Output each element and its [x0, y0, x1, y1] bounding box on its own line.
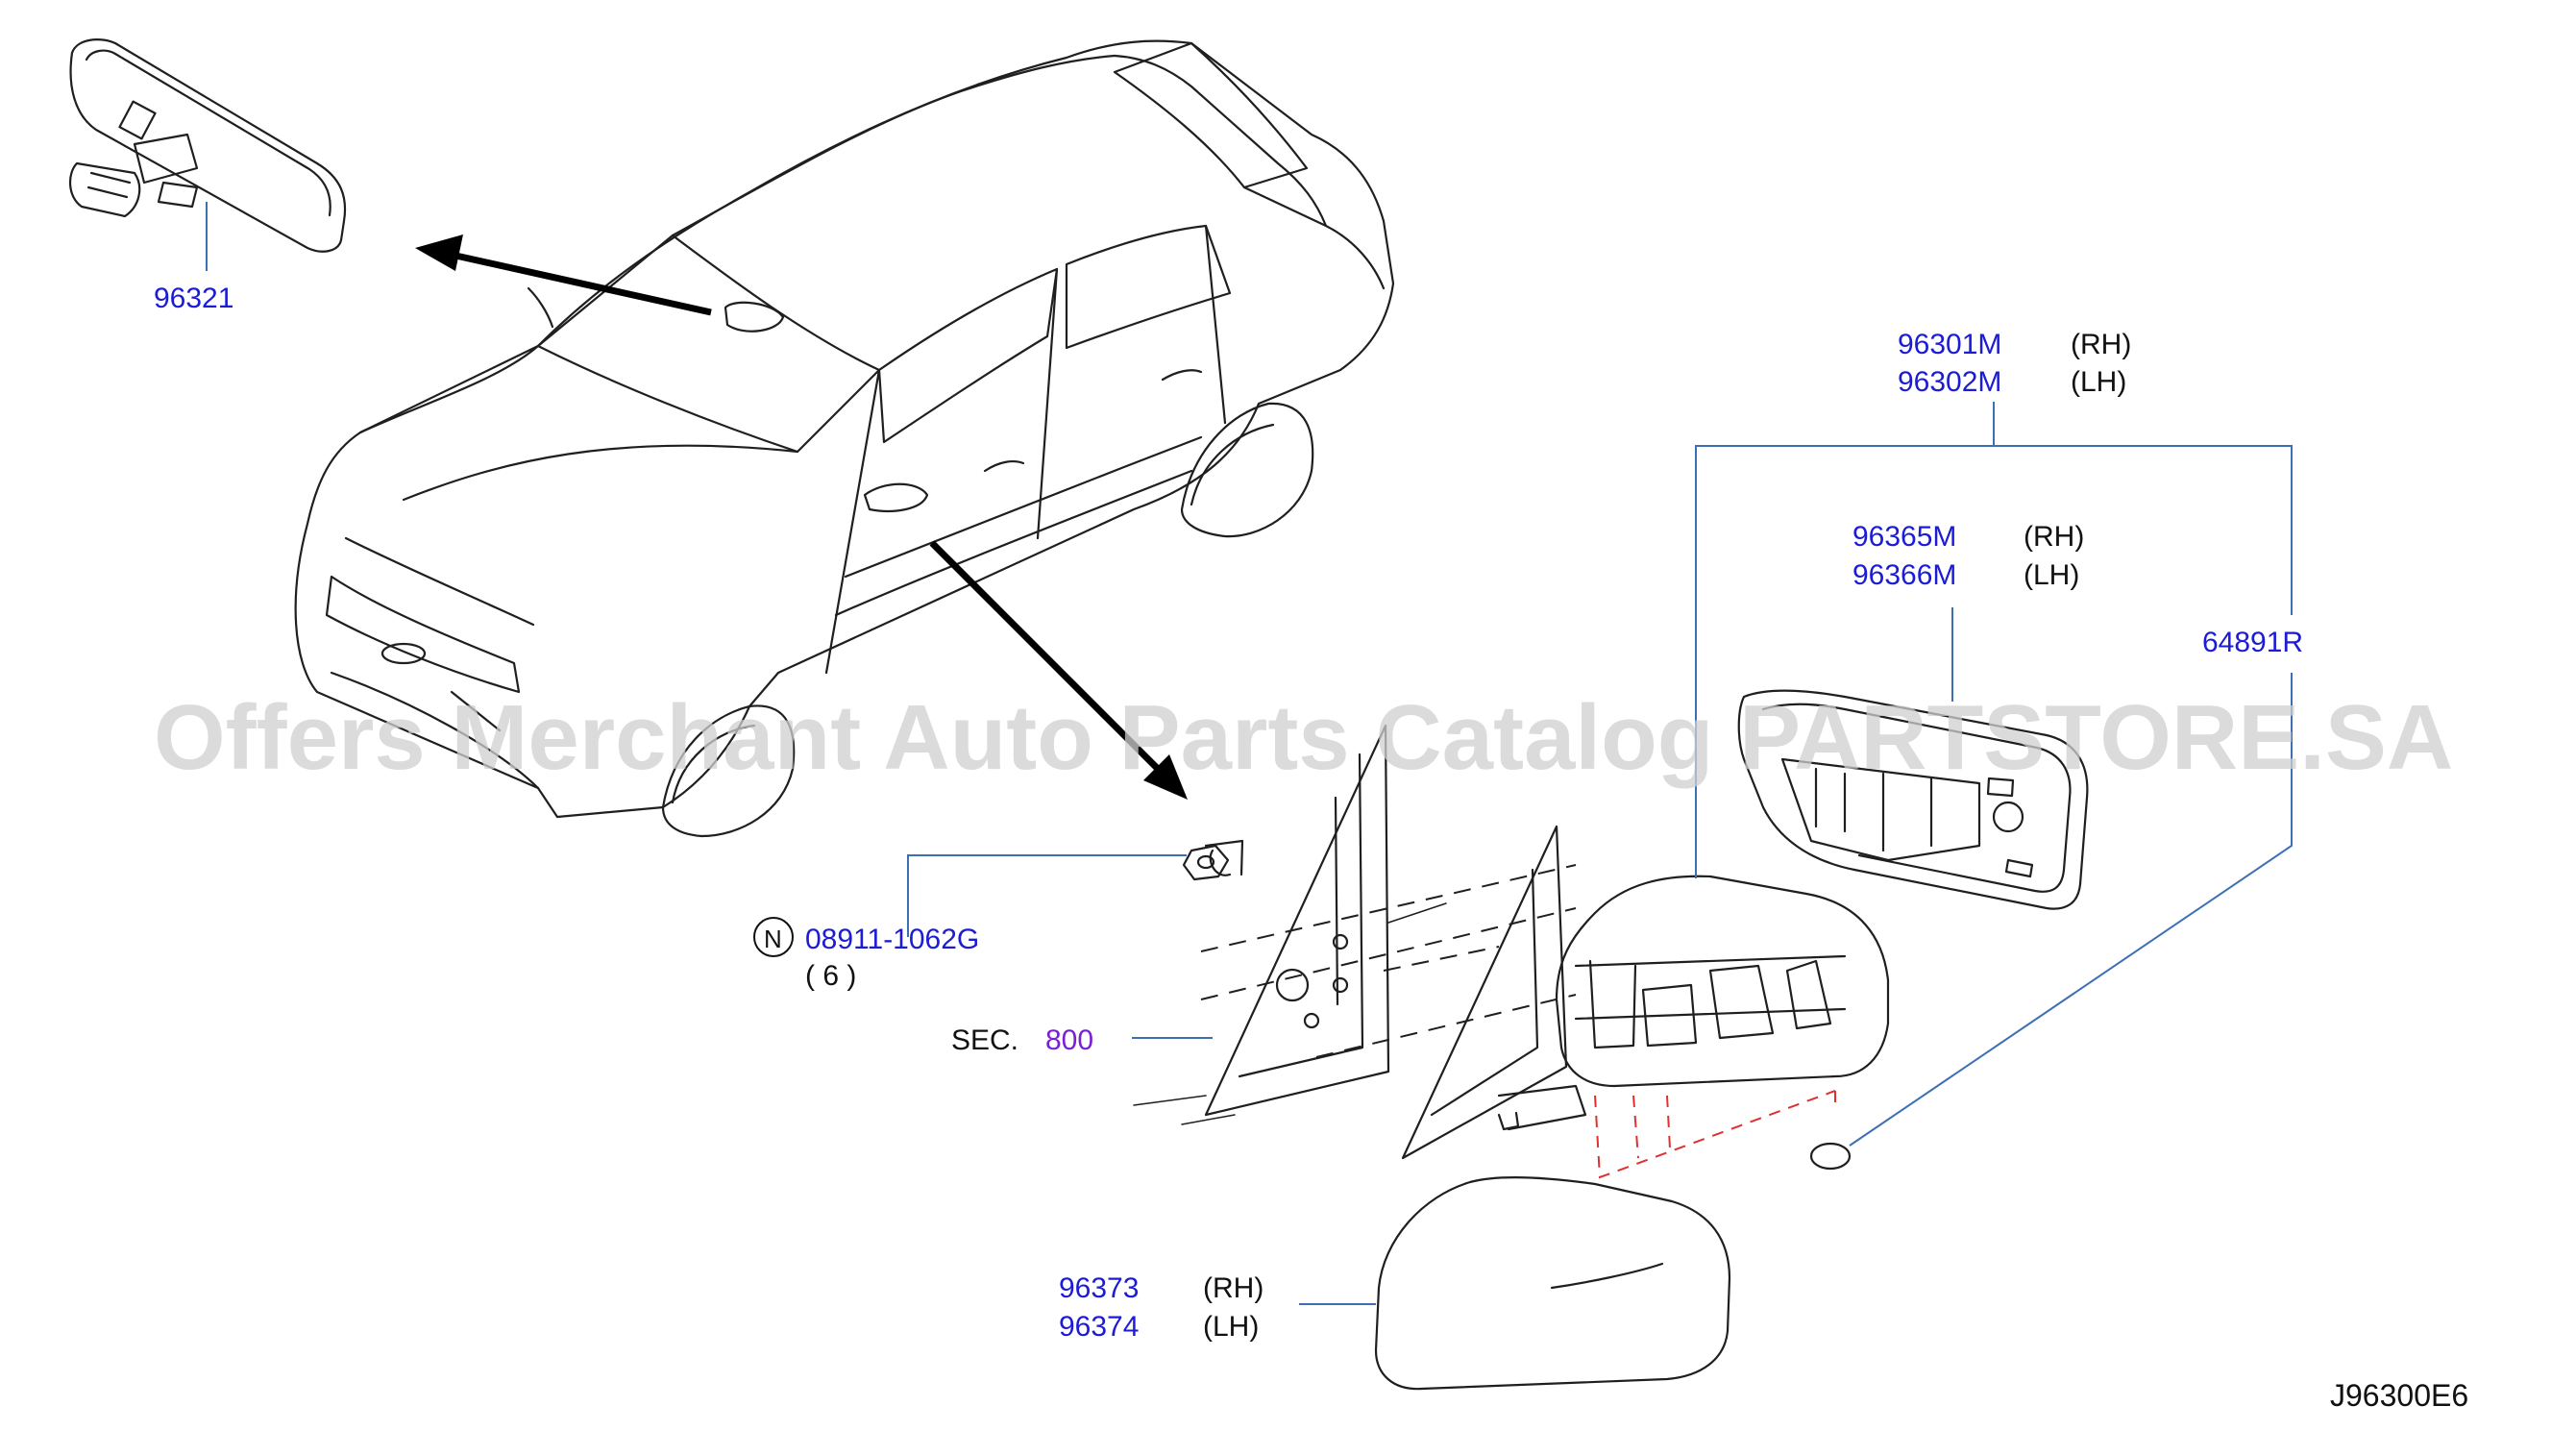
side-label-lh: (LH)	[2024, 559, 2079, 591]
section-link-800[interactable]: 800	[1045, 1024, 1093, 1056]
part-link-96374[interactable]: 96374	[1059, 1311, 1139, 1343]
mirror-base-illustration	[1133, 724, 1577, 1125]
mirror-cover-illustration	[1374, 1176, 1731, 1391]
diagram-code: J96300E6	[2330, 1378, 2468, 1413]
part-link-96321[interactable]: 96321	[154, 283, 233, 314]
car-illustration	[294, 39, 1395, 838]
side-label-lh: (LH)	[2071, 366, 2126, 398]
side-label-rh: (RH)	[2071, 329, 2131, 360]
callout-arrows	[415, 234, 1188, 800]
nut-quantity: ( 6 )	[805, 960, 856, 992]
mirror-glass-illustration	[1737, 689, 2089, 910]
part-link-64891r[interactable]: 64891R	[2202, 627, 2303, 658]
part-link-96302m[interactable]: 96302M	[1898, 366, 2001, 398]
leader-lines	[907, 402, 2293, 1305]
part-link-96366m[interactable]: 96366M	[1852, 559, 1956, 591]
part-link-96301m[interactable]: 96301M	[1898, 329, 2001, 360]
cap-illustration	[1809, 1142, 1852, 1171]
nut-reference: N 08911-1062G ( 6 )	[753, 917, 979, 992]
section-prefix: SEC.	[951, 1024, 1018, 1056]
side-label-rh: (RH)	[1203, 1272, 1263, 1304]
side-label-lh: (LH)	[1203, 1311, 1259, 1343]
side-label-rh: (RH)	[2024, 521, 2084, 553]
part-link-08911-1062g[interactable]: 08911-1062G	[805, 924, 979, 955]
n-symbol-icon	[753, 917, 794, 957]
mirror-housing-illustration	[1401, 825, 1890, 1179]
n-symbol-letter: N	[764, 925, 782, 953]
inner-mirror-illustration	[69, 38, 347, 271]
part-link-96365m[interactable]: 96365M	[1852, 521, 1956, 553]
part-link-96373[interactable]: 96373	[1059, 1272, 1139, 1304]
watermark: Offers Merchant Auto Parts Catalog PARTS…	[154, 686, 2453, 789]
